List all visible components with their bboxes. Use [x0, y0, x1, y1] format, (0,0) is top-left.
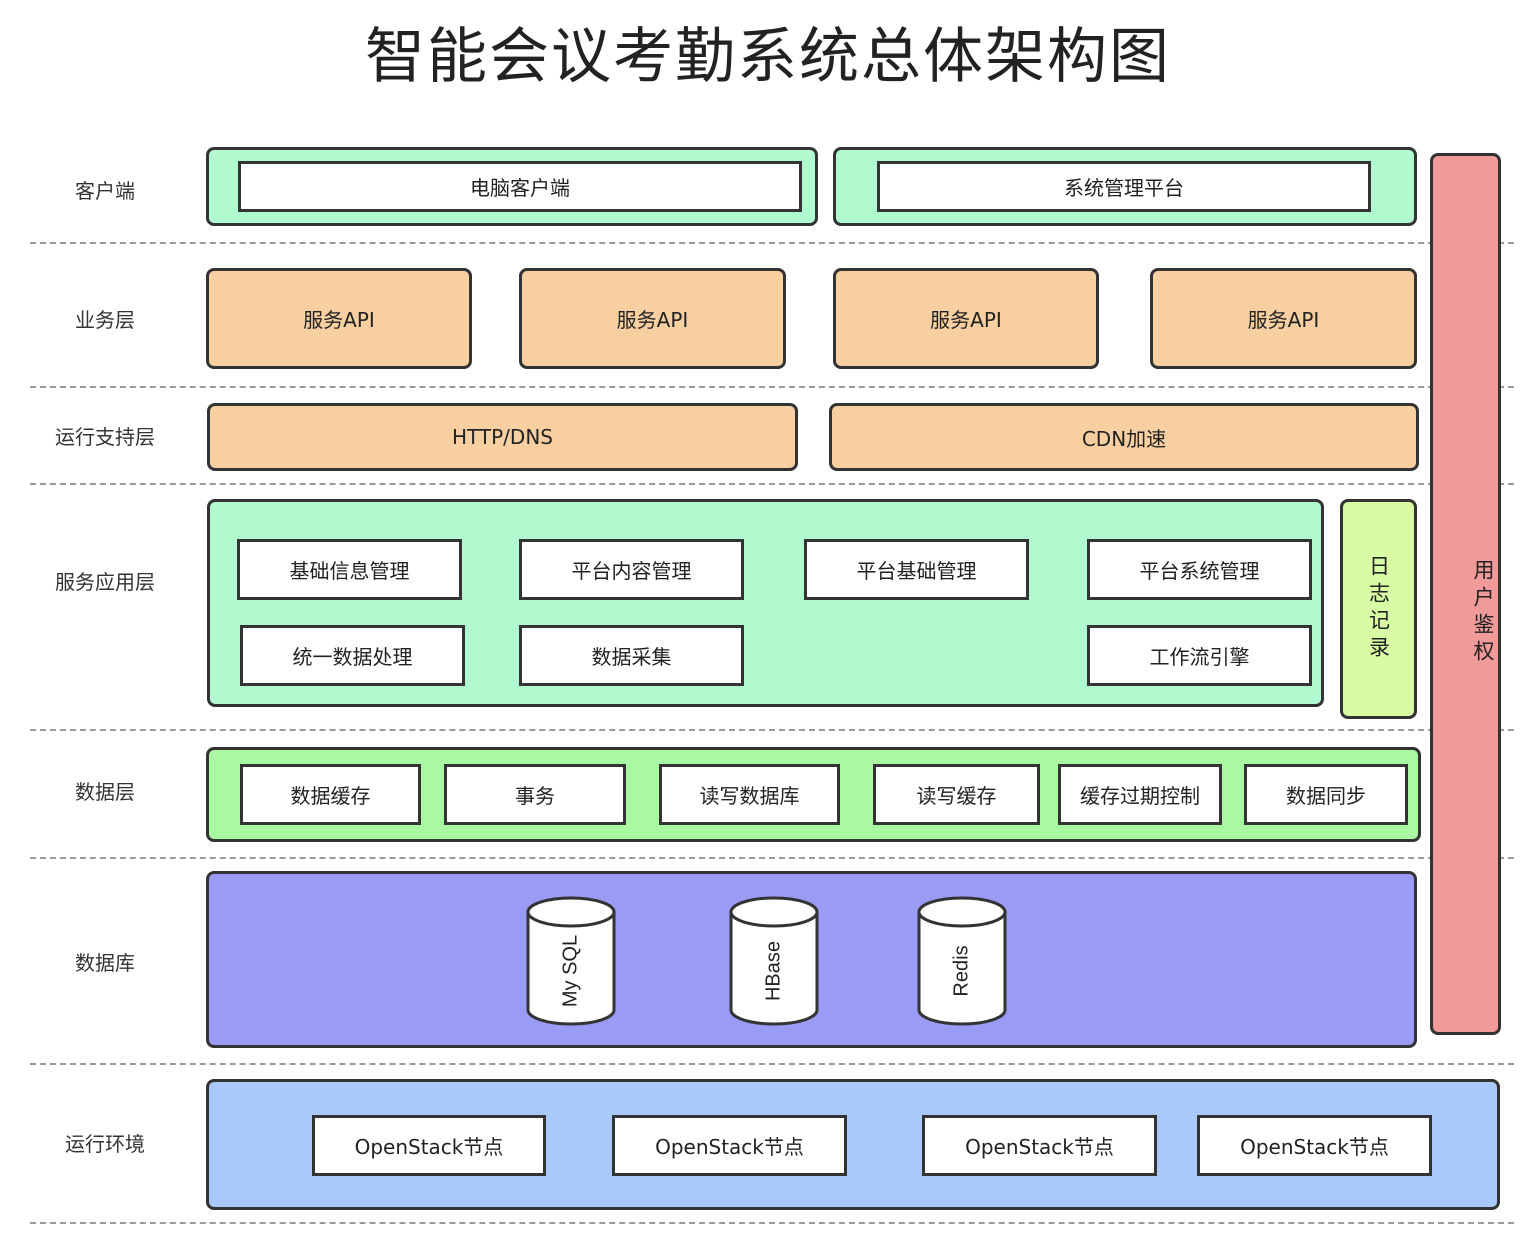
layer-label-data: 数据层 — [75, 780, 135, 804]
service-module-box: 统一数据处理 — [240, 625, 465, 686]
openstack-node-box: OpenStack节点 — [612, 1115, 847, 1176]
data-item-box: 数据缓存 — [240, 764, 421, 825]
layer-label-business: 业务层 — [75, 308, 135, 332]
service-api-box: 服务API — [833, 268, 1099, 369]
layer-label-runtime: 运行环境 — [65, 1132, 145, 1156]
layer-label-database: 数据库 — [75, 951, 135, 975]
openstack-node-box: OpenStack节点 — [1197, 1115, 1432, 1176]
http-dns-box: HTTP/DNS — [207, 403, 798, 471]
database-label: Redis — [950, 945, 972, 996]
layer-divider — [30, 242, 1514, 244]
log-record-box: 日志记录 — [1340, 499, 1417, 719]
user-auth-bar: 用户鉴权 — [1430, 153, 1501, 1035]
service-module-box: 基础信息管理 — [237, 539, 462, 600]
data-item-box: 事务 — [444, 764, 626, 825]
service-api-box: 服务API — [519, 268, 786, 369]
layer-label-service: 服务应用层 — [55, 570, 155, 594]
layer-divider — [30, 483, 1514, 485]
service-module-box: 平台基础管理 — [804, 539, 1029, 600]
service-module-box: 工作流引擎 — [1087, 625, 1312, 686]
layer-divider — [30, 1222, 1514, 1224]
service-module-box: 平台内容管理 — [519, 539, 744, 600]
layer-label-support: 运行支持层 — [55, 425, 155, 449]
layer-divider — [30, 729, 1514, 731]
pc-client-box: 电脑客户端 — [238, 161, 802, 212]
data-item-box: 读写数据库 — [659, 764, 840, 825]
layer-label-client: 客户端 — [75, 179, 135, 203]
openstack-node-box: OpenStack节点 — [922, 1115, 1157, 1176]
hbase-database-cylinder: HBase — [729, 896, 819, 1026]
database-label: HBase — [762, 941, 784, 1001]
layer-divider — [30, 857, 1514, 859]
data-item-box: 数据同步 — [1244, 764, 1408, 825]
service-module-box: 数据采集 — [519, 625, 744, 686]
layer-divider — [30, 386, 1514, 388]
admin-platform-box: 系统管理平台 — [877, 161, 1371, 212]
diagram-title: 智能会议考勤系统总体架构图 — [365, 22, 1171, 92]
data-item-box: 缓存过期控制 — [1058, 764, 1222, 825]
data-item-box: 读写缓存 — [873, 764, 1040, 825]
service-module-box: 平台系统管理 — [1087, 539, 1312, 600]
openstack-node-box: OpenStack节点 — [312, 1115, 546, 1176]
mysql-database-cylinder: My SQL — [526, 896, 616, 1026]
cdn-box: CDN加速 — [829, 403, 1419, 471]
database-label: My SQL — [559, 935, 581, 1007]
service-api-box: 服务API — [206, 268, 472, 369]
service-api-box: 服务API — [1150, 268, 1417, 369]
layer-divider — [30, 1063, 1514, 1065]
redis-database-cylinder: Redis — [917, 896, 1007, 1026]
